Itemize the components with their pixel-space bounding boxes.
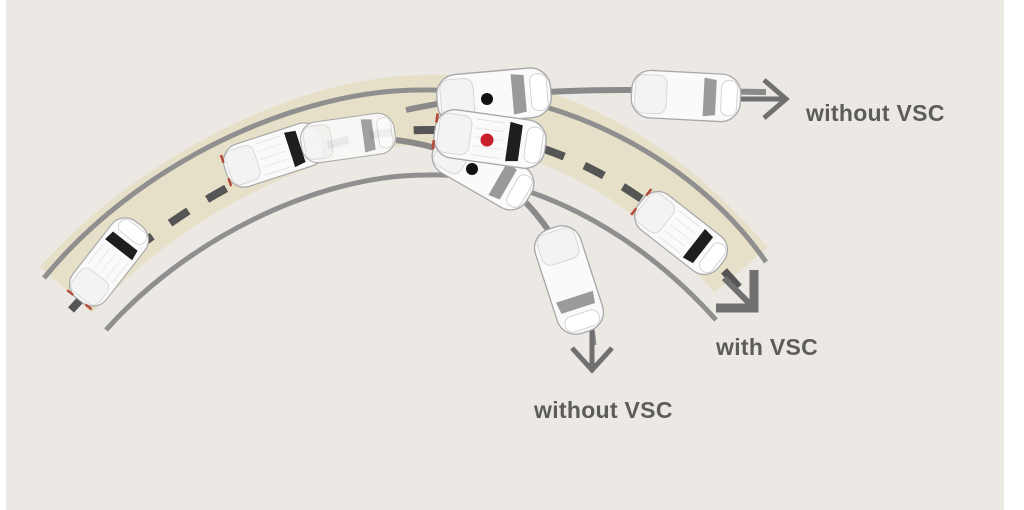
vsc-diagram — [39, 65, 790, 374]
diagram-stage: without VSC with VSC without VSC — [6, 0, 1004, 510]
car-icon — [629, 68, 743, 124]
lane-edge-inner — [104, 172, 718, 332]
marker-dot-black — [466, 163, 478, 175]
label-without-vsc-bottom: without VSC — [534, 397, 673, 423]
marker-dot-red — [480, 133, 494, 147]
label-without-vsc-top: without VSC — [806, 100, 945, 126]
marker-dot-black — [481, 93, 493, 105]
arrow-icon-with — [716, 270, 759, 313]
arrow-icon-bottom — [570, 330, 614, 374]
lane-edge-outer — [42, 87, 769, 280]
lane-band — [39, 74, 768, 314]
label-with-vsc: with VSC — [716, 334, 819, 360]
lane-centerline — [68, 125, 745, 313]
arrow-icon-top — [741, 78, 790, 120]
car-icon — [528, 220, 610, 340]
